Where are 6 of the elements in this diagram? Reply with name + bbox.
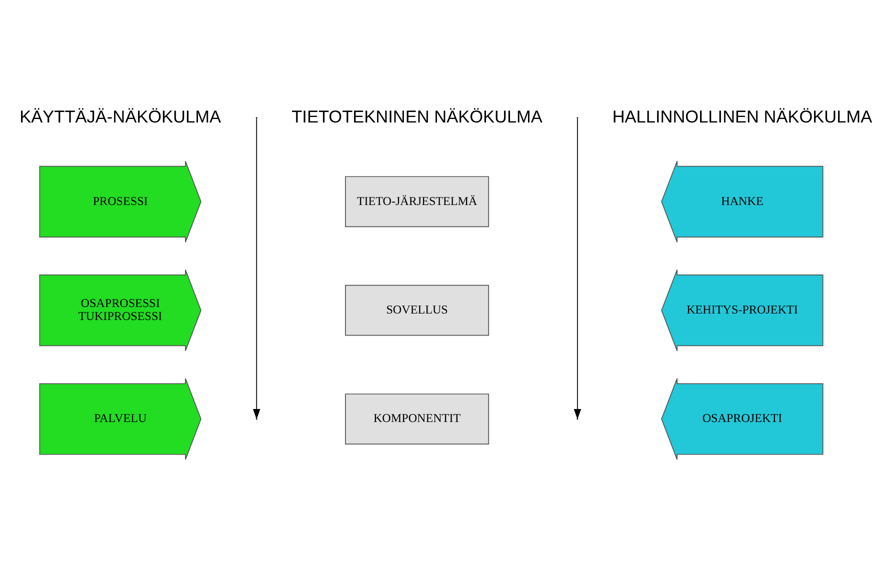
node-box: TIETO-JÄRJESTELMÄ (345, 176, 490, 228)
label: HALLINNOLLINEN NÄKÖKULMA (612, 106, 872, 126)
node-box: SOVELLUS (345, 284, 490, 336)
label: TIETOTEKNINEN NÄKÖKULMA (292, 106, 542, 126)
label: KÄYTTÄJÄ-NÄKÖKULMA (20, 106, 221, 126)
node-box: KOMPONENTIT (345, 394, 490, 444)
